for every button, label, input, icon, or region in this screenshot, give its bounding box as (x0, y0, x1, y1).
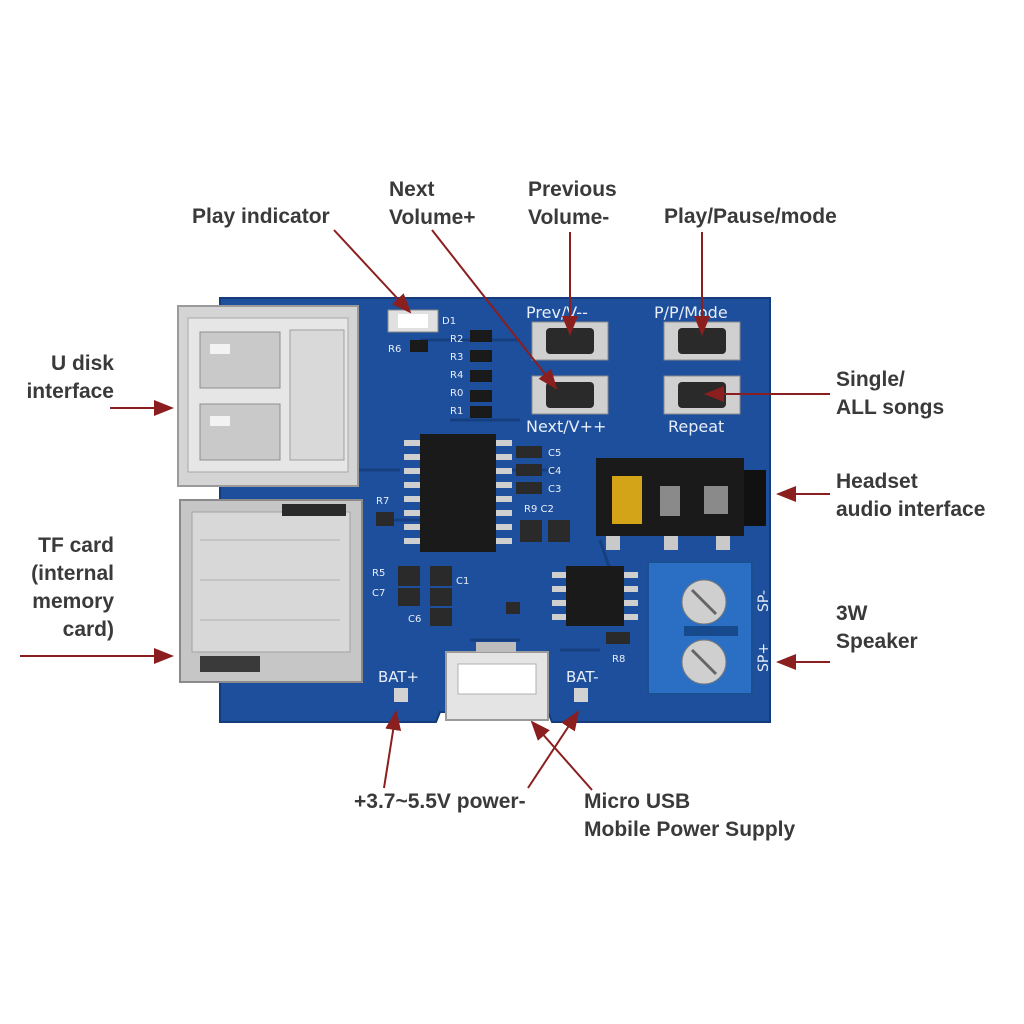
silk-r6: R6 (388, 344, 401, 355)
arrow-bat-minus (527, 710, 580, 789)
play-indicator-led (387, 309, 439, 333)
ic-chip-icon (404, 434, 512, 552)
label-headset: Headset audio interface (836, 470, 986, 521)
silk-repeat: Repeat (668, 417, 724, 436)
label-tf-card: TF card (internal memory card) (31, 534, 114, 641)
arrow-bat-plus (383, 710, 402, 789)
resistor-array (410, 330, 492, 418)
silk-r5: R5 (372, 568, 385, 579)
label-play-indicator: Play indicator (192, 205, 330, 228)
capacitors (376, 446, 630, 644)
callout-arrows (20, 229, 830, 791)
label-speaker: 3W Speaker (836, 602, 918, 653)
silk-sp-minus: SP- (756, 590, 772, 612)
silk-r8: R8 (612, 654, 625, 665)
arrow-next-volume (431, 229, 558, 390)
silk-bat-plus: BAT+ (378, 668, 419, 686)
silk-c7: C7 (372, 588, 385, 599)
label-play-pause-mode: Play/Pause/mode (664, 205, 837, 228)
silk-prev-v: Prev/V-- (526, 303, 588, 322)
silk-r3: R3 (450, 352, 463, 363)
tf-card-slot-icon (179, 499, 363, 683)
label-battery-power: +3.7~5.5V power- (354, 790, 526, 813)
silk-r2: R2 (450, 334, 463, 345)
silk-sp-plus: SP+ (756, 643, 772, 672)
silk-c6: C6 (408, 614, 421, 625)
silk-r4: R4 (450, 370, 463, 381)
label-micro-usb: Micro USB Mobile Power Supply (584, 790, 796, 841)
silk-d1: D1 (442, 316, 456, 327)
label-single-all: Single/ ALL songs (836, 368, 945, 419)
screw-terminal-icon (647, 561, 753, 695)
amplifier-chip (552, 566, 638, 626)
silk-r7: R7 (376, 496, 389, 507)
silk-bat-minus: BAT- (566, 668, 599, 686)
arrow-micro-usb (530, 720, 593, 791)
silk-next-v: Next/V++ (526, 417, 606, 436)
label-next-volume-up: Next Volume+ (389, 178, 476, 229)
silk-pp-mode: P/P/Mode (654, 303, 728, 322)
silk-c3: C3 (548, 484, 561, 495)
micro-usb-port-icon (445, 642, 549, 721)
battery-pads (394, 688, 588, 702)
audio-jack-icon (596, 458, 766, 550)
label-u-disk: U disk interface (26, 352, 114, 403)
silk-r1: R1 (450, 406, 463, 417)
arrow-play-indicator (333, 229, 412, 314)
usb-a-port-icon (177, 305, 359, 487)
silk-c4: C4 (548, 466, 561, 477)
label-previous-volume-down: Previous Volume- (528, 178, 617, 229)
silk-c5: C5 (548, 448, 561, 459)
silk-c1: C1 (456, 576, 469, 587)
silk-r9c2: R9 C2 (524, 504, 554, 515)
silk-r0: R0 (450, 388, 463, 399)
